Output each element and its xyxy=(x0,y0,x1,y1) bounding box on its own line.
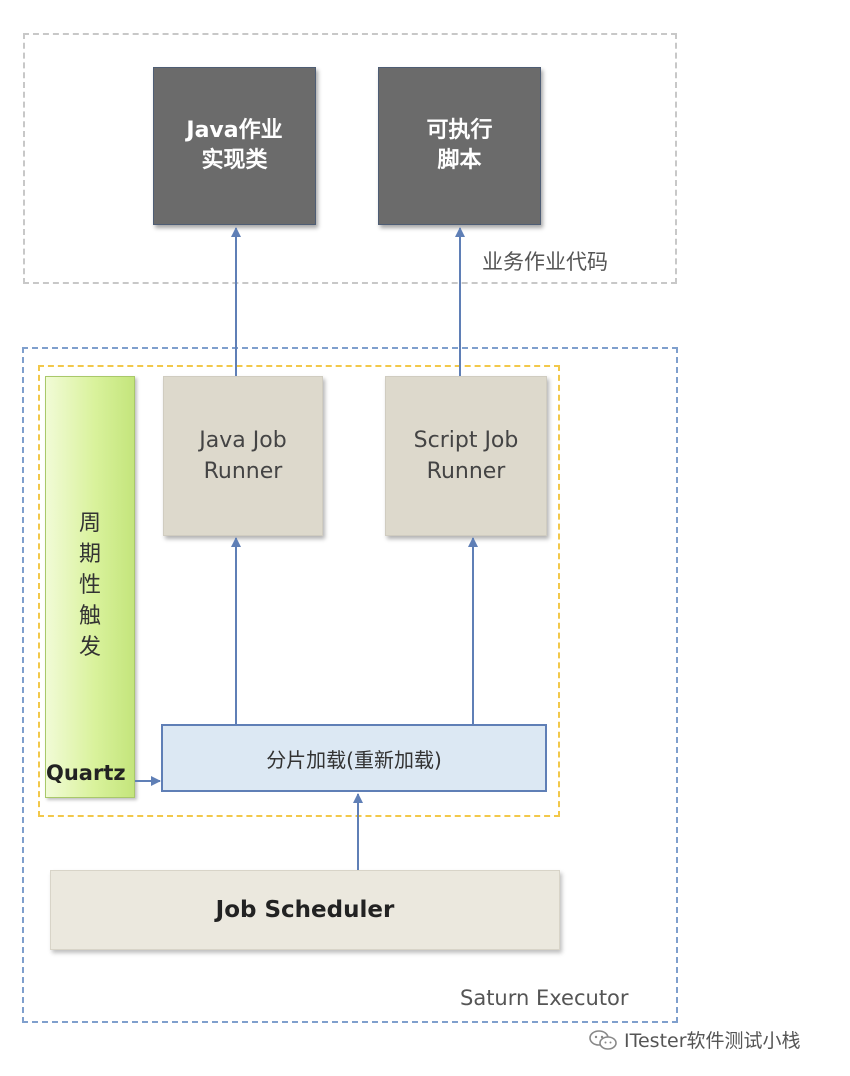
script-job-runner-node: Script Job Runner xyxy=(385,376,547,536)
wechat-icon xyxy=(589,1029,617,1050)
java-job-runner-label: Java Job Runner xyxy=(199,428,287,484)
script-job-runner-label: Script Job Runner xyxy=(413,428,519,484)
executable-script-label: 可执行 脚本 xyxy=(426,118,493,173)
java-impl-class-node: Java作业 实现类 xyxy=(153,67,316,225)
watermark-text: ITester软件测试小栈 xyxy=(624,1030,801,1052)
saturn-executor-region xyxy=(22,347,678,1023)
periodic-trigger-label: 周 期 性 触 发 xyxy=(78,511,101,660)
periodic-trigger-bar xyxy=(45,376,135,798)
shard-loading-node: 分片加载(重新加载) xyxy=(161,724,547,792)
quartz-label: Quartz xyxy=(46,761,126,785)
job-scheduler-node: Job Scheduler xyxy=(50,870,560,950)
java-impl-class-label: Java作业 实现类 xyxy=(186,118,283,173)
business-code-region xyxy=(23,33,677,284)
runner-region xyxy=(38,365,560,817)
java-job-runner-node: Java Job Runner xyxy=(163,376,323,536)
job-scheduler-label: Job Scheduler xyxy=(215,897,395,923)
watermark: ITester软件测试小栈 xyxy=(588,1026,801,1053)
shard-loading-label: 分片加载(重新加载) xyxy=(266,747,442,772)
executable-script-node: 可执行 脚本 xyxy=(378,67,541,225)
executor-region-label: Saturn Executor xyxy=(460,986,629,1010)
business-region-label: 业务作业代码 xyxy=(482,250,608,274)
